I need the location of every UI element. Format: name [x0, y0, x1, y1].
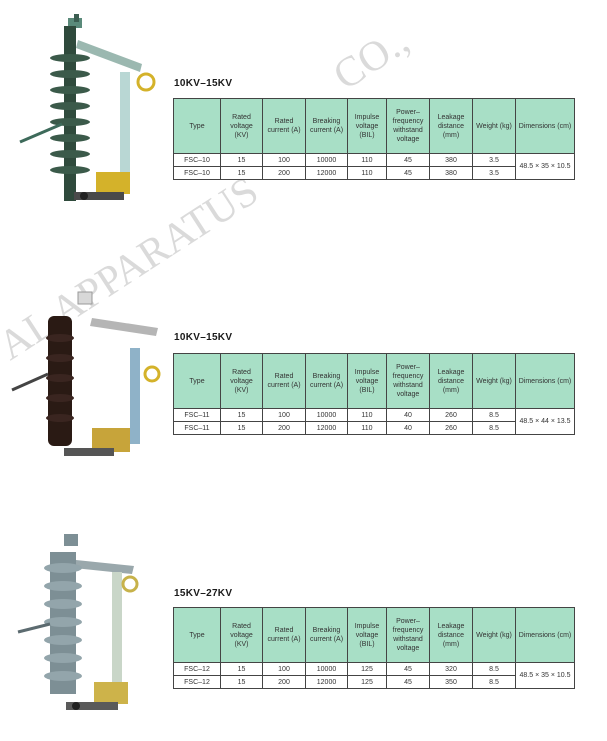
cell-rated-current: 100 [262, 662, 306, 676]
col-header-power-frequency: Power–frequency withstand voltage [386, 607, 430, 663]
table-row: FSC–12 15 100 10000 125 45 320 8.5 48.5 … [173, 662, 575, 689]
spec-table-3: Type Rated voltage (KV) Rated current (A… [173, 607, 575, 689]
cell-rated-voltage: 15 [220, 675, 263, 689]
cell-weight: 8.5 [472, 675, 516, 689]
cell-leakage-distance: 380 [429, 166, 473, 180]
col-header-type: Type [173, 98, 221, 154]
cell-power-frequency: 40 [386, 408, 430, 422]
spec-table-2: Type Rated voltage (KV) Rated current (A… [173, 353, 575, 435]
table-header-row: Type Rated voltage (KV) Rated current (A… [173, 353, 575, 409]
col-header-leakage-distance: Leakage distance (mm) [429, 607, 473, 663]
cell-weight: 3.5 [472, 166, 516, 180]
cell-weight: 8.5 [472, 408, 516, 422]
table-row: FSC–10 15 100 10000 110 45 380 3.5 48.5 … [173, 153, 575, 180]
cell-rated-voltage: 15 [220, 421, 263, 435]
cell-impulse-voltage: 110 [347, 166, 387, 180]
cell-impulse-voltage: 110 [347, 408, 387, 422]
cell-breaking-current: 10000 [305, 408, 348, 422]
cell-power-frequency: 45 [386, 153, 430, 167]
cell-power-frequency: 45 [386, 166, 430, 180]
col-header-rated-current: Rated current (A) [262, 98, 306, 154]
cell-weight: 8.5 [472, 421, 516, 435]
col-header-leakage-distance: Leakage distance (mm) [429, 98, 473, 154]
cell-impulse-voltage: 110 [347, 421, 387, 435]
fuse-cutout-image-2 [11, 291, 161, 456]
col-header-weight: Weight (kg) [472, 98, 516, 154]
cell-power-frequency: 45 [386, 662, 430, 676]
col-header-type: Type [173, 353, 221, 409]
cell-type: FSC–12 [173, 662, 221, 676]
table-row: FSC–11 15 100 10000 110 40 260 8.5 48.5 … [173, 408, 575, 435]
col-header-rated-voltage: Rated voltage (KV) [220, 353, 263, 409]
col-header-breaking-current: Breaking current (A) [305, 98, 348, 154]
col-header-rated-voltage: Rated voltage (KV) [220, 98, 263, 154]
cell-breaking-current: 12000 [305, 675, 348, 689]
cell-dimensions: 48.5 × 35 × 10.5 [515, 153, 575, 180]
section-1-heading: 10KV–15KV [174, 78, 233, 89]
cell-leakage-distance: 320 [429, 662, 473, 676]
cell-power-frequency: 45 [386, 675, 430, 689]
col-header-type: Type [173, 607, 221, 663]
cell-type: FSC–11 [173, 408, 221, 422]
cell-breaking-current: 12000 [305, 421, 348, 435]
cell-type: FSC–12 [173, 675, 221, 689]
table-row: FSC–11 15 200 12000 110 40 260 8.5 [173, 421, 575, 435]
table-row: FSC–10 15 200 12000 110 45 380 3.5 [173, 166, 575, 180]
cell-rated-voltage: 15 [220, 153, 263, 167]
section-2-heading: 10KV–15KV [174, 332, 233, 343]
fuse-cutout-image-3 [17, 534, 139, 710]
section-3-heading: 15KV–27KV [174, 588, 233, 599]
cell-rated-voltage: 15 [220, 166, 263, 180]
col-header-power-frequency: Power–frequency withstand voltage [386, 98, 430, 154]
cell-rated-current: 100 [262, 153, 306, 167]
cell-power-frequency: 40 [386, 421, 430, 435]
cell-leakage-distance: 260 [429, 421, 473, 435]
col-header-weight: Weight (kg) [472, 607, 516, 663]
cell-impulse-voltage: 125 [347, 662, 387, 676]
col-header-impulse-voltage: Impulse voltage (BIL) [347, 607, 387, 663]
table-header-row: Type Rated voltage (KV) Rated current (A… [173, 607, 575, 663]
col-header-rated-current: Rated current (A) [262, 607, 306, 663]
cell-rated-voltage: 15 [220, 662, 263, 676]
col-header-impulse-voltage: Impulse voltage (BIL) [347, 353, 387, 409]
col-header-rated-voltage: Rated voltage (KV) [220, 607, 263, 663]
cell-breaking-current: 10000 [305, 662, 348, 676]
cell-type: FSC–10 [173, 166, 221, 180]
cell-rated-current: 200 [262, 675, 306, 689]
cell-breaking-current: 10000 [305, 153, 348, 167]
col-header-dimensions: Dimensions (cm) [515, 353, 575, 409]
cell-impulse-voltage: 110 [347, 153, 387, 167]
col-header-breaking-current: Breaking current (A) [305, 607, 348, 663]
col-header-dimensions: Dimensions (cm) [515, 607, 575, 663]
cell-dimensions: 48.5 × 35 × 10.5 [515, 662, 575, 689]
table-row: FSC–12 15 200 12000 125 45 350 8.5 [173, 675, 575, 689]
cell-rated-current: 200 [262, 166, 306, 180]
spec-table-1: Type Rated voltage (KV) Rated current (A… [173, 98, 575, 180]
col-header-impulse-voltage: Impulse voltage (BIL) [347, 98, 387, 154]
cell-weight: 8.5 [472, 662, 516, 676]
col-header-breaking-current: Breaking current (A) [305, 353, 348, 409]
table-header-row: Type Rated voltage (KV) Rated current (A… [173, 98, 575, 154]
cell-type: FSC–10 [173, 153, 221, 167]
watermark-co: CO., [325, 17, 418, 100]
col-header-rated-current: Rated current (A) [262, 353, 306, 409]
col-header-weight: Weight (kg) [472, 353, 516, 409]
cell-rated-current: 200 [262, 421, 306, 435]
cell-rated-current: 100 [262, 408, 306, 422]
col-header-leakage-distance: Leakage distance (mm) [429, 353, 473, 409]
col-header-dimensions: Dimensions (cm) [515, 98, 575, 154]
cell-impulse-voltage: 125 [347, 675, 387, 689]
fuse-cutout-image-1 [19, 14, 156, 201]
cell-leakage-distance: 350 [429, 675, 473, 689]
cell-dimensions: 48.5 × 44 × 13.5 [515, 408, 575, 435]
cell-leakage-distance: 380 [429, 153, 473, 167]
col-header-power-frequency: Power–frequency withstand voltage [386, 353, 430, 409]
cell-breaking-current: 12000 [305, 166, 348, 180]
cell-weight: 3.5 [472, 153, 516, 167]
cell-rated-voltage: 15 [220, 408, 263, 422]
cell-leakage-distance: 260 [429, 408, 473, 422]
cell-type: FSC–11 [173, 421, 221, 435]
